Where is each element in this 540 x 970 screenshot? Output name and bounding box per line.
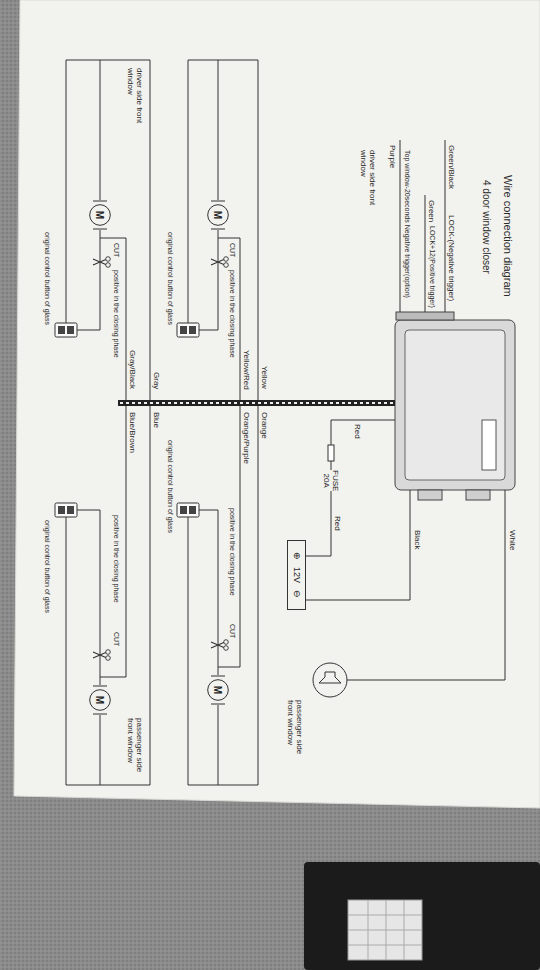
node-text: M [95, 696, 106, 704]
motor-symbol: M [207, 679, 229, 701]
node-text: ⊖ [291, 590, 302, 598]
module-wires [306, 140, 505, 680]
motor-circle [90, 690, 111, 711]
node-text: FUSE 20A [322, 470, 340, 491]
cut-label: CUT [112, 243, 120, 257]
diagram-title: Wire connection diagram [501, 175, 514, 297]
wire-color: Gray/Black [128, 350, 137, 389]
switch-label: original control button of glass [166, 232, 174, 325]
paper-sheet [14, 0, 540, 808]
node-text: ⊕ [291, 552, 302, 560]
harness-stripes [120, 402, 393, 404]
wire-color: Yellow/Red [242, 350, 251, 390]
signal-note: Top window-20seconds Negative trigger(op… [403, 150, 411, 298]
cut-label: CUT [228, 243, 236, 257]
motor-symbol: M [89, 204, 111, 226]
wire-color: Black [413, 530, 422, 550]
wire-color: Orange [260, 412, 269, 439]
wire-color: Red [333, 515, 342, 532]
module-lid [405, 330, 505, 480]
scissors-symbol [93, 650, 110, 661]
note-label: positive in the closing phase [112, 515, 120, 603]
switch-symbol [177, 323, 199, 337]
wire-connector [306, 491, 331, 556]
motor-symbol: M [89, 689, 111, 711]
wire-color: Red [353, 424, 362, 439]
switch-symbol [55, 323, 77, 337]
window-name: passenger side front window [286, 700, 304, 762]
cut-label: CUT [112, 632, 120, 646]
wire-color: Green [427, 200, 436, 222]
wire-color: Yellow [260, 366, 269, 389]
harness-bundle [118, 400, 395, 406]
wire-color: Gray [152, 372, 161, 389]
node-text: M [213, 211, 224, 219]
module-plug [396, 312, 454, 320]
wire-color: Blue [152, 412, 161, 428]
window-name: passenger side front window [126, 718, 144, 778]
node-text: M [213, 686, 224, 694]
motor-circle [208, 205, 229, 226]
switch-label: original control button of glass [43, 232, 51, 325]
control-module [395, 320, 515, 490]
battery-box: ⊕ 12V ⊖ [287, 540, 306, 610]
scissors-symbol [93, 257, 110, 268]
fuse-box: FUSE 20A [322, 470, 340, 491]
signal-note: LOCK-(Negative trigger) [447, 215, 456, 301]
subtitle: 4 door window closer [481, 180, 493, 274]
mount-tab [418, 490, 442, 500]
passenger-front-wires [188, 406, 258, 785]
motor-symbol: M [207, 204, 229, 226]
window-name: driver side front window [126, 68, 144, 130]
cut-label: CUT [228, 624, 236, 638]
scissors-symbol [211, 640, 228, 651]
driver-front-wires [188, 60, 258, 400]
connector-pins [348, 900, 422, 960]
note-label: positive in the closing phase [228, 270, 236, 358]
switch-label: original control button of glass [43, 520, 51, 613]
scissors-symbol [211, 257, 228, 268]
note-label: positive in the closing phase [228, 508, 236, 596]
node-text: 12V [291, 567, 302, 583]
horn-symbol [313, 663, 347, 697]
switch-symbol [177, 503, 199, 517]
connector-object [304, 862, 540, 970]
mount-tab [466, 490, 490, 500]
wire-color: Green/Black [447, 145, 456, 189]
horn-icon [319, 672, 341, 683]
pin-grid [348, 900, 422, 960]
passenger-rear-wires [66, 406, 150, 785]
node-text: M [95, 211, 106, 219]
wire-color: White [508, 530, 517, 550]
motor-circle [208, 680, 229, 701]
signal-note: LOCK+12(Positive trigger) [428, 226, 436, 308]
wire-color: Blue/Brown [128, 412, 137, 453]
driver-rear-wires [66, 60, 150, 400]
note-label: positive in the closing phase [112, 270, 120, 358]
wire-color: Purple [388, 145, 397, 168]
wire-color: Orange/Purple [242, 412, 251, 464]
window-name: driver side front window [359, 150, 377, 212]
switch-symbol [55, 503, 77, 517]
fuse-symbol [328, 445, 334, 461]
motor-circle [90, 205, 111, 226]
module-sticker [482, 420, 496, 470]
switch-label: original control button of glass [166, 440, 174, 533]
